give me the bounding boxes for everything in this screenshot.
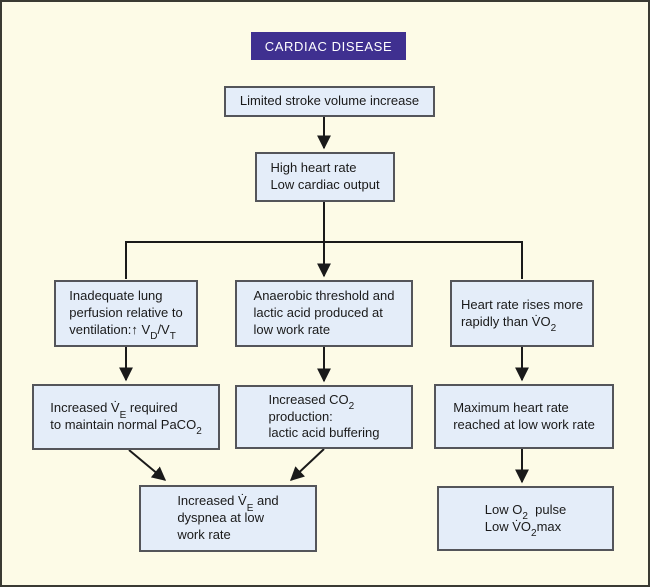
arrow-co2-to-dyspnea [289,448,325,481]
node-text: Limited stroke volume increase [239,93,420,109]
title-box-cardiac-disease: CARDIAC DISEASE [251,32,406,60]
node-limited-stroke-volume: Limited stroke volume increase [224,86,435,117]
title-label: CARDIAC DISEASE [264,38,393,54]
arrow-ve-to-dyspnea [128,449,167,481]
